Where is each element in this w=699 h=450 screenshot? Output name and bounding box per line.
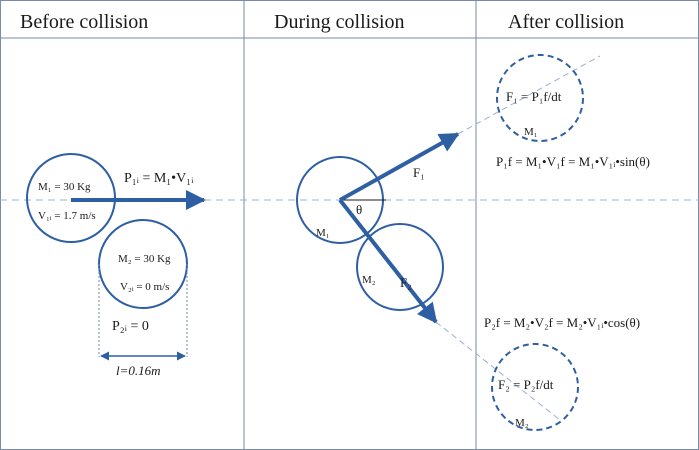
v2-velocity-label: V₂ᵢ = 0 m/s <box>120 281 169 293</box>
f1-after-eq: F₁ = P₁f/dt <box>506 89 562 104</box>
f1-trajectory-dashed <box>457 55 601 135</box>
p1-momentum-label: P₁ᵢ = M₁•V₁ᵢ <box>124 171 194 186</box>
length-label: l=0.16m <box>116 363 161 378</box>
ball-m2-during <box>356 223 444 311</box>
m2-after-label: M₂ <box>515 417 529 429</box>
header-after: After collision <box>508 11 624 33</box>
f2-after-eq: F₂ = P₂f/dt <box>498 377 554 392</box>
m2-mass-label: M₂ = 30 Kg <box>118 253 171 265</box>
f1-force-arrow <box>339 132 460 202</box>
theta-label: θ <box>356 202 362 217</box>
f1-label: F₁ <box>413 165 425 180</box>
f2-label: F₂ <box>400 275 412 290</box>
m1-after-label: M₁ <box>524 126 538 138</box>
p1-after-eq: P₁f = M₁•V₁f = M₁•V₁ᵢ•sin(θ) <box>496 154 650 169</box>
f2-force-arrow <box>338 198 438 324</box>
p2-after-eq: P₂f = M₂•V₂f = M₂•V₁ᵢ•cos(θ) <box>484 315 640 330</box>
header-before: Before collision <box>20 11 148 33</box>
v1-velocity-label: V₁ᵢ = 1.7 m/s <box>38 210 96 222</box>
ball-m1-after <box>496 54 584 142</box>
m1-during-label: M₁ <box>316 227 330 239</box>
m2-during-label: M₂ <box>362 274 376 286</box>
ball-m2-after <box>491 343 579 431</box>
m1-mass-label: M₁ = 30 Kg <box>38 181 91 193</box>
header-during: During collision <box>274 11 405 33</box>
f2-trajectory-dashed <box>435 321 561 421</box>
p2-momentum-label: P₂ᵢ = 0 <box>112 319 149 334</box>
